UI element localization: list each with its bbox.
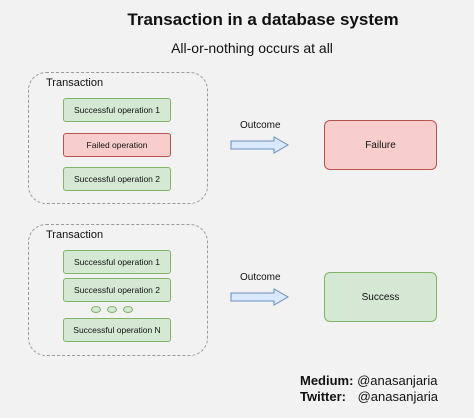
ellipsis-dot [107, 306, 117, 313]
arrow-right-icon [230, 288, 290, 306]
operation-box: Successful operation 1 [63, 98, 171, 122]
medium-credit: Medium: @anasanjaria [300, 373, 438, 388]
transaction-group-top [28, 72, 208, 204]
operation-box: Successful operation 1 [63, 250, 171, 274]
twitter-label: Twitter: [300, 389, 346, 404]
arrow-right-icon [230, 136, 290, 154]
medium-handle: @anasanjaria [357, 373, 438, 388]
outcome-label-top: Outcome [240, 120, 281, 131]
diagram-title: Transaction in a database system [127, 10, 399, 29]
twitter-credit: Twitter: @anasanjaria [300, 389, 438, 404]
transaction-label-top: Transaction [46, 77, 104, 89]
success-outcome-box: Success [324, 272, 437, 322]
transaction-label-bottom: Transaction [46, 229, 104, 241]
medium-label: Medium: [300, 373, 354, 388]
outcome-label-bottom: Outcome [240, 272, 281, 283]
operation-box: Successful operation N [63, 318, 171, 342]
diagram-subtitle: All-or-nothing occurs at all [171, 40, 333, 56]
failure-outcome-box: Failure [324, 120, 437, 170]
operation-box: Successful operation 2 [63, 278, 171, 302]
ellipsis-dot [123, 306, 133, 313]
operation-box: Successful operation 2 [63, 167, 171, 191]
twitter-handle: @anasanjaria [357, 389, 439, 404]
failed-operation-box: Failed operation [63, 133, 171, 157]
ellipsis-dot [91, 306, 101, 313]
transaction-group-bottom [28, 224, 208, 356]
